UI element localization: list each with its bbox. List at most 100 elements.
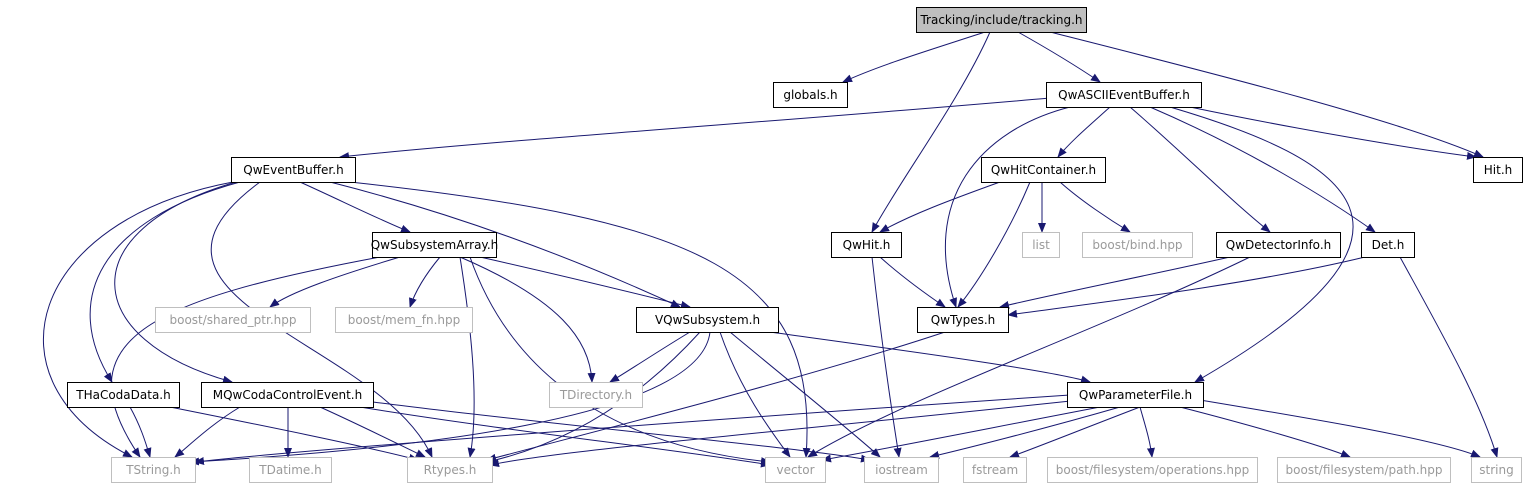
edge-arrow	[1129, 106, 1271, 233]
edge-arrow	[329, 181, 681, 308]
node-box	[1216, 232, 1341, 258]
edge-tracking-to-asciievent	[1017, 31, 1101, 83]
node-box	[1277, 457, 1451, 483]
node-subsysarray[interactable]: QwSubsystemArray.h	[371, 232, 499, 258]
node-vector: vector	[765, 457, 826, 483]
edge-arrow	[169, 406, 419, 462]
edge-tracking-to-globals	[842, 31, 986, 83]
node-qwtypes[interactable]: QwTypes.h	[917, 307, 1009, 333]
node-thacoda[interactable]: THaCodaData.h	[67, 382, 180, 408]
node-hitcontainer[interactable]: QwHitContainer.h	[981, 157, 1106, 183]
node-globals[interactable]: globals.h	[773, 82, 848, 108]
edge-arrow	[349, 181, 811, 458]
edge-arrow	[1149, 106, 1376, 233]
edge-subsysarray-to-sharedptr	[269, 256, 401, 308]
edge-vsubsys-to-paramfile	[769, 331, 1091, 384]
node-label: string	[1479, 463, 1513, 477]
node-box	[1471, 457, 1522, 483]
edge-asciievent-to-hit	[1189, 106, 1477, 160]
edge-arrow	[114, 181, 237, 384]
edge-arrow	[1017, 31, 1101, 83]
edge-thacoda-to-rtypes	[169, 406, 419, 462]
edge-arrow	[110, 256, 381, 458]
node-box	[1047, 457, 1258, 483]
node-box	[231, 157, 356, 183]
node-det[interactable]: Det.h	[1361, 232, 1415, 258]
node-label: QwHitContainer.h	[991, 163, 1096, 177]
node-tracking[interactable]: Tracking/include/tracking.h	[916, 7, 1087, 33]
edge-vsubsys-to-tstring	[189, 331, 711, 466]
node-asciievent[interactable]: QwASCIIEventBuffer.h	[1046, 82, 1202, 108]
node-qwhit[interactable]: QwHit.h	[831, 232, 902, 258]
edge-paramfile-to-iostream	[929, 406, 1121, 459]
node-box	[773, 82, 848, 108]
node-sharedptr: boost/shared_ptr.hpp	[155, 307, 311, 333]
node-iostream: iostream	[864, 457, 939, 483]
node-label: boost/filesystem/path.hpp	[1286, 463, 1443, 477]
edge-subsysarray-to-tdirectory	[459, 256, 596, 383]
edge-paramfile-to-tstring	[194, 394, 1071, 465]
node-label: globals.h	[783, 88, 837, 102]
edge-tracking-to-hit	[1049, 31, 1484, 158]
edge-mqwcoda-to-iostream	[372, 401, 871, 463]
node-tdirectory: TDirectory.h	[549, 382, 643, 408]
edge-paramfile-to-fstream	[1009, 406, 1141, 458]
edge-thacoda-to-tstring	[129, 406, 152, 458]
edge-subsysarray-to-memfn	[409, 256, 441, 308]
edge-arrow	[871, 31, 991, 233]
edge-arrow	[807, 256, 1251, 458]
node-tstring: TString.h	[111, 457, 196, 483]
edge-arrow	[609, 331, 691, 383]
node-box	[67, 382, 180, 408]
edge-paramfile-to-fsops	[1139, 406, 1155, 458]
node-hit[interactable]: Hit.h	[1473, 157, 1523, 183]
edge-subsysarray-to-rtypes	[459, 256, 476, 458]
node-label: QwASCIIEventBuffer.h	[1058, 88, 1190, 102]
edge-arrow	[459, 256, 476, 458]
node-box	[916, 7, 1087, 33]
edge-arrow	[1049, 31, 1484, 158]
edge-arrow	[372, 401, 871, 463]
edge-hitcontainer-to-qwtypes	[957, 181, 1031, 308]
node-box	[917, 307, 1009, 333]
node-string: string	[1471, 457, 1522, 483]
node-box	[963, 457, 1027, 483]
edge-detinfo-to-qwtypes	[999, 256, 1231, 309]
edge-subsysarray-to-tstring	[110, 256, 381, 458]
edges-layer	[43, 31, 1499, 468]
node-rtypes: Rtypes.h	[407, 457, 493, 483]
node-label: QwSubsystemArray.h	[371, 238, 499, 252]
edge-arrow	[1057, 106, 1111, 158]
node-fsops: boost/filesystem/operations.hpp	[1047, 457, 1258, 483]
edge-eventbuffer-to-tstring	[43, 181, 234, 458]
edge-hitcontainer-to-qwhit	[879, 181, 1001, 233]
node-vsubsys[interactable]: VQwSubsystem.h	[636, 307, 779, 333]
edge-arrow	[944, 106, 1071, 308]
node-paramfile[interactable]: QwParameterFile.h	[1067, 382, 1204, 408]
node-mqwcoda[interactable]: MQwCodaControlEvent.h	[201, 382, 374, 408]
edge-arrow	[409, 256, 441, 308]
edge-arrow	[189, 331, 711, 466]
node-box	[1022, 232, 1060, 258]
edge-qwtypes-to-rtypes	[486, 331, 946, 462]
node-eventbuffer[interactable]: QwEventBuffer.h	[231, 157, 356, 183]
edge-arrow	[489, 399, 1081, 468]
edge-arrow	[879, 181, 1001, 233]
edge-vsubsys-to-iostream	[729, 331, 881, 458]
edge-paramfile-to-string	[1199, 399, 1481, 458]
node-memfn: boost/mem_fn.hpp	[335, 307, 473, 333]
node-label: boost/mem_fn.hpp	[348, 313, 461, 327]
node-label: boost/filesystem/operations.hpp	[1056, 463, 1250, 477]
edge-vsubsys-to-rtypes	[486, 331, 701, 464]
node-box	[201, 382, 374, 408]
edge-arrow	[729, 331, 881, 458]
node-box	[1067, 382, 1204, 408]
node-detinfo[interactable]: QwDetectorInfo.h	[1216, 232, 1341, 258]
edge-arrow	[871, 256, 902, 458]
edge-eventbuffer-to-vsubsys	[329, 181, 681, 308]
edge-asciievent-to-paramfile	[1169, 106, 1354, 383]
node-box	[335, 307, 473, 333]
edge-arrow	[1139, 406, 1155, 458]
edge-eventbuffer-to-subsysarray	[299, 181, 411, 233]
edge-arrow	[821, 406, 1101, 463]
